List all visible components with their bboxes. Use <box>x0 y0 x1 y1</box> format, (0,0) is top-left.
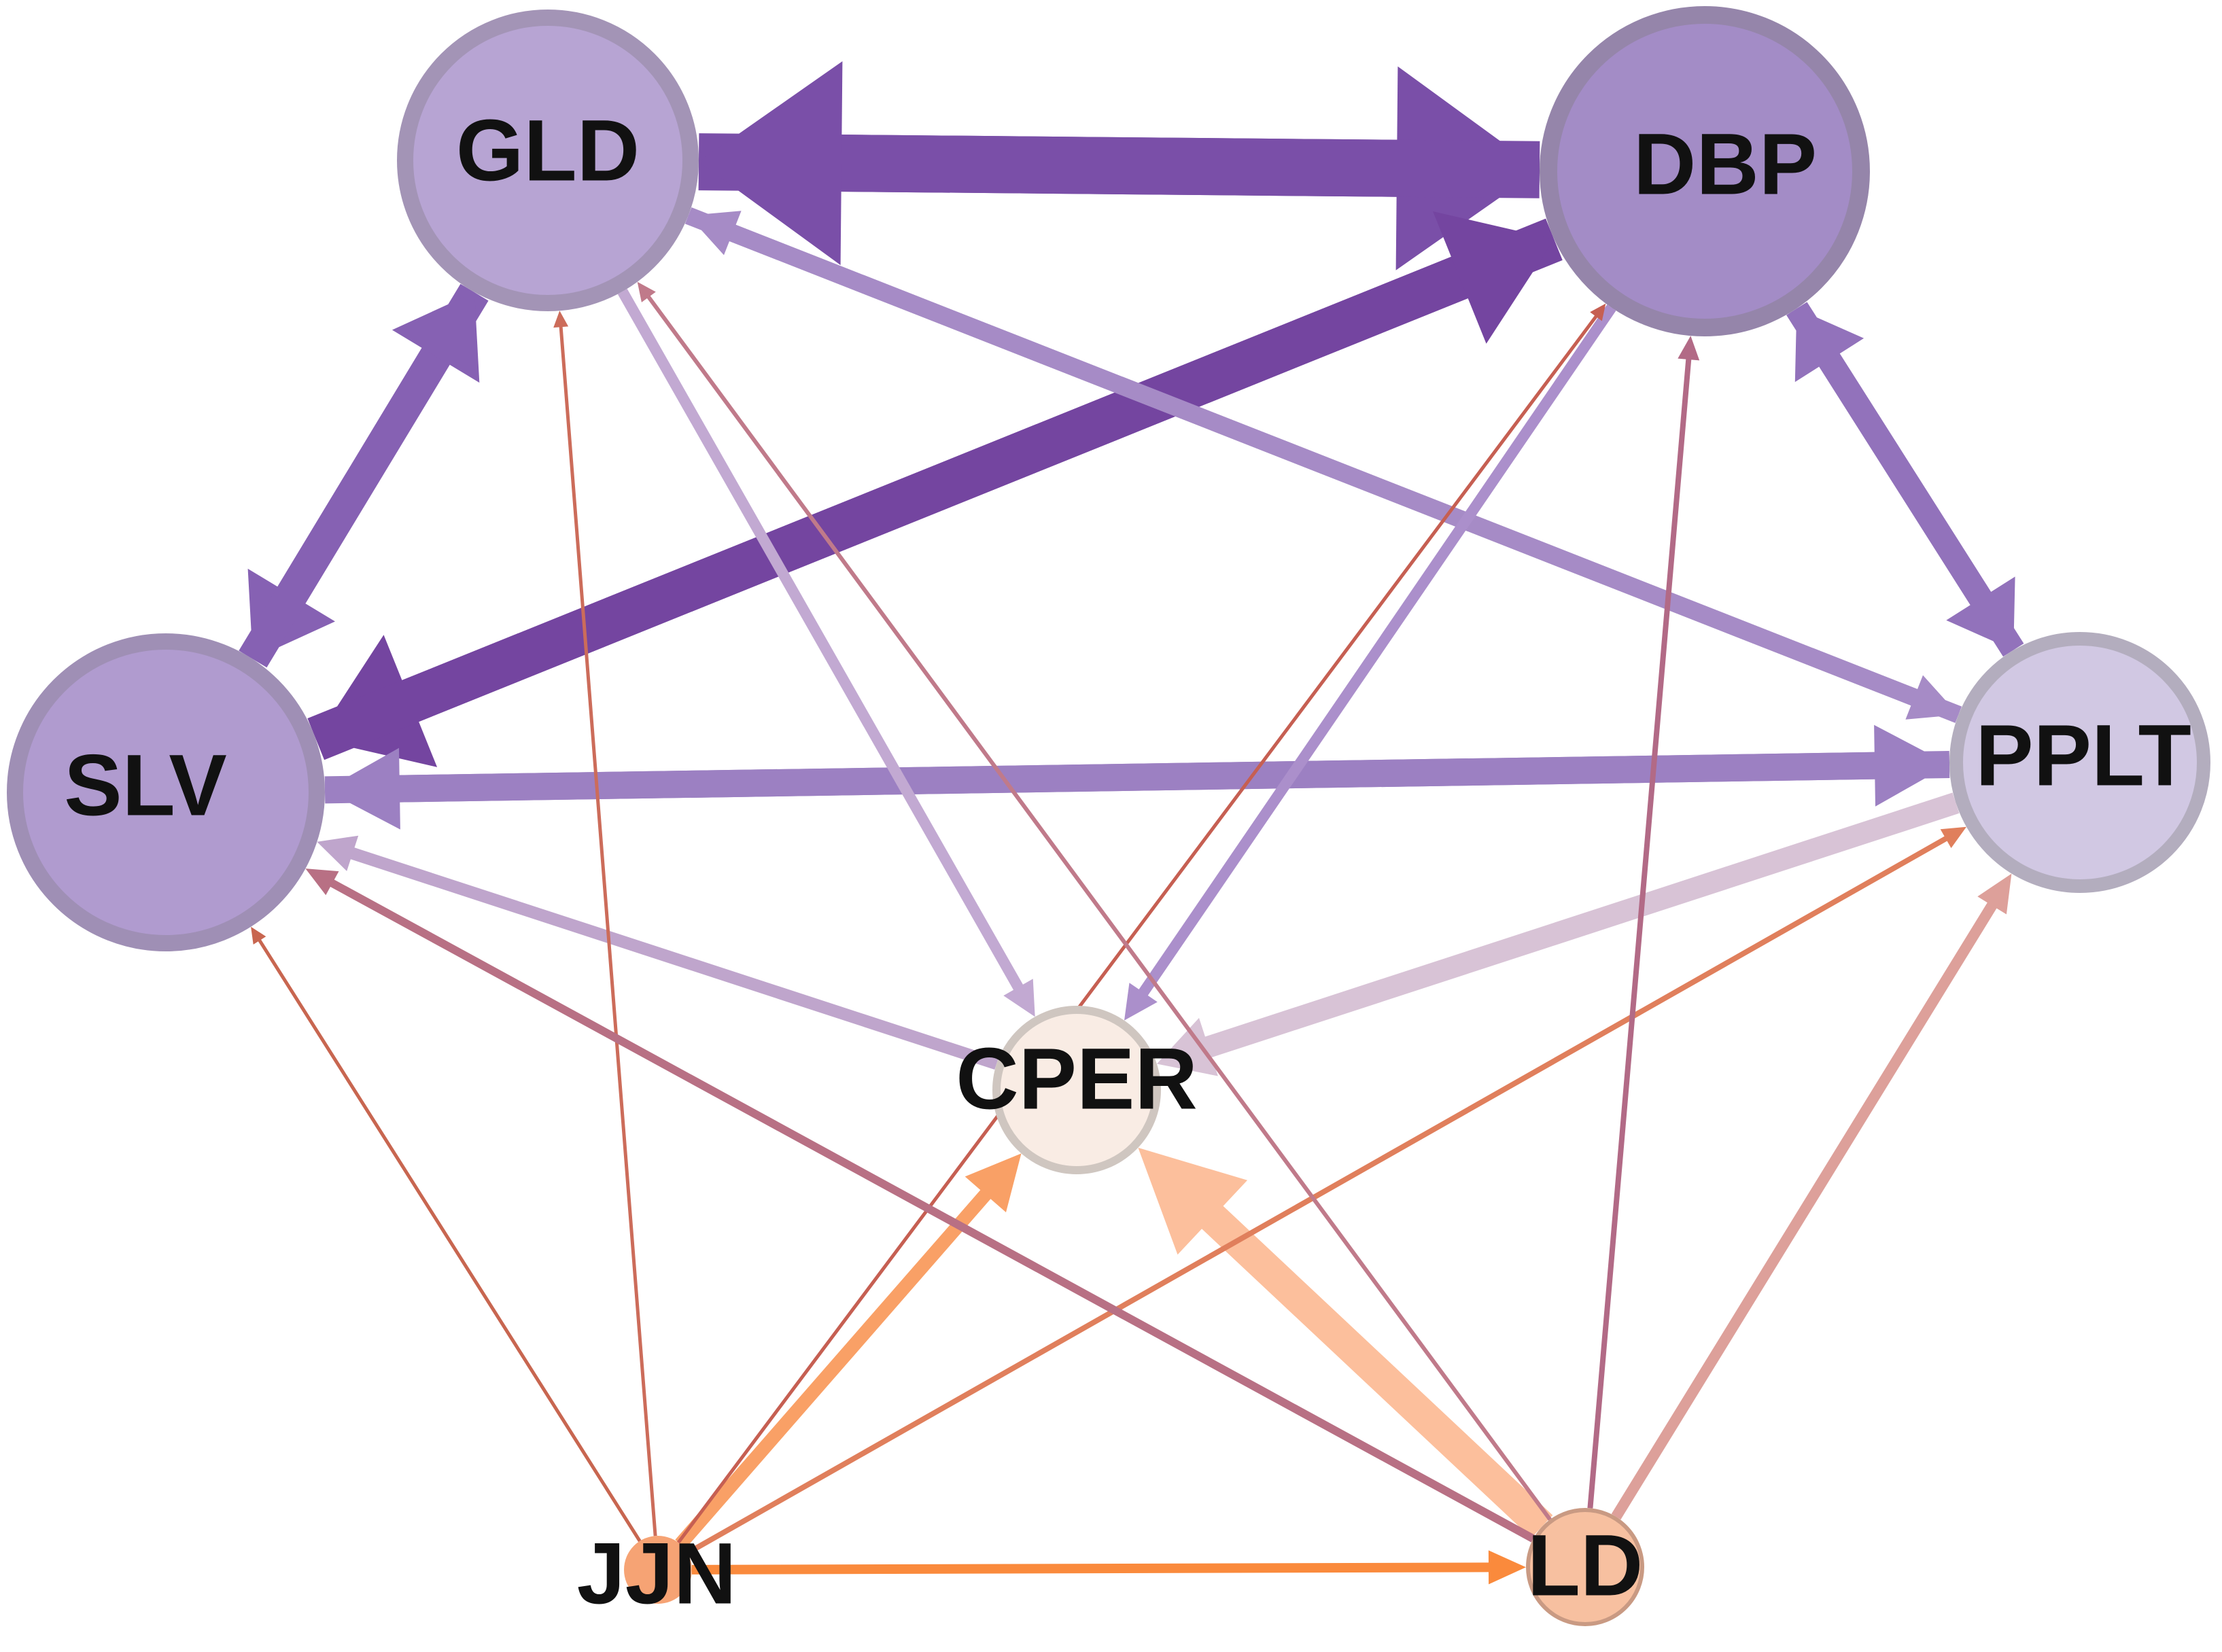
edge-jjn-to-slv <box>251 926 642 1543</box>
edge-arrowhead <box>317 835 359 871</box>
edge-arrowhead <box>1138 1147 1248 1255</box>
edge-line <box>307 256 1470 760</box>
node-circle <box>7 633 325 951</box>
edge-line <box>239 347 451 668</box>
edge-ld-to-pplt <box>1611 873 2012 1520</box>
edge-arrowhead <box>305 868 339 896</box>
edge-pplt-to-gld <box>688 211 1962 723</box>
node-label: CPER <box>956 1031 1198 1128</box>
edge-arrowhead <box>553 311 569 328</box>
edge-slv-to-pplt <box>324 724 1949 807</box>
edge-line <box>349 847 999 1070</box>
edge-arrowhead <box>1433 211 1555 344</box>
node-circle <box>992 1006 1161 1174</box>
edge-ld-to-cper <box>1138 1147 1553 1539</box>
edge-arrowhead <box>1977 873 2012 915</box>
edge-line <box>1587 357 1692 1509</box>
edge-jjn-to-cper <box>675 1153 1022 1549</box>
edge-jjn-to-pplt <box>686 826 1966 1556</box>
edge-line <box>257 938 642 1543</box>
edge-arrowhead <box>637 281 656 302</box>
edge-dbp-to-gld <box>699 61 1540 266</box>
edge-line <box>676 314 1599 1544</box>
edge-ld-to-gld <box>637 281 1552 1521</box>
edge-dbp-to-cper <box>1124 304 1616 1021</box>
edge-pplt-to-dbp <box>1794 309 2024 657</box>
edge-line <box>728 224 1962 723</box>
node-dbp: DBP <box>1540 6 1870 336</box>
edge-arrowhead <box>1590 303 1606 321</box>
node-label: SLV <box>64 737 226 834</box>
node-label: JJN <box>577 1526 737 1623</box>
edge-arrowhead <box>251 926 266 945</box>
edge-cper-to-slv <box>317 835 999 1070</box>
edge-jjn-to-dbp <box>676 303 1606 1544</box>
edge-line <box>1611 901 1998 1520</box>
edges-layer <box>239 61 2024 1585</box>
edge-line <box>839 135 1540 198</box>
edge-slv-to-dbp <box>307 211 1555 760</box>
node-circle <box>397 10 699 311</box>
edge-arrowhead <box>688 211 742 256</box>
edge-arrowhead <box>392 292 480 383</box>
nodes-layer: GLD DBP SLV PPLT CPER JJN LD <box>7 6 2210 1626</box>
node-label: PPLT <box>1975 707 2191 805</box>
edge-line <box>329 879 1535 1543</box>
edge-line <box>691 1562 1491 1575</box>
node-label: LD <box>1527 1517 1644 1615</box>
node-cper: CPER <box>956 1006 1198 1174</box>
edge-line <box>324 752 1877 804</box>
edge-arrowhead <box>1124 983 1158 1021</box>
edge-ld-to-slv <box>305 868 1535 1543</box>
node-slv: SLV <box>7 633 325 951</box>
edge-gld-to-cper <box>617 289 1035 1017</box>
edge-line <box>675 1189 992 1549</box>
edge-jjn-to-gld <box>553 311 657 1536</box>
edge-pplt-to-cper <box>1156 792 1960 1076</box>
edge-line <box>1818 352 2024 657</box>
edge-arrowhead <box>1003 979 1035 1017</box>
node-circle <box>624 1536 692 1604</box>
node-circle <box>1949 632 2210 893</box>
edge-arrowhead <box>1678 336 1700 361</box>
edge-arrowhead <box>1794 309 1864 383</box>
edge-slv-to-gld <box>239 292 480 668</box>
node-circle <box>1540 6 1870 336</box>
edge-arrowhead <box>1488 1550 1526 1585</box>
node-gld: GLD <box>397 10 699 311</box>
edge-line <box>559 326 657 1536</box>
edge-arrowhead <box>1940 826 1966 848</box>
node-pplt: PPLT <box>1949 632 2210 893</box>
node-ld: LD <box>1526 1508 1644 1626</box>
edge-line <box>686 835 1949 1556</box>
edge-line <box>1200 1205 1553 1539</box>
node-label: DBP <box>1633 116 1817 213</box>
edge-jjn-to-ld <box>691 1550 1526 1585</box>
node-circle <box>1526 1508 1644 1626</box>
node-label: GLD <box>456 103 640 200</box>
edge-line <box>617 289 1024 991</box>
edge-arrowhead <box>1156 1017 1218 1076</box>
edge-arrowhead <box>1874 724 1949 807</box>
edge-line <box>646 294 1552 1521</box>
node-jjn: JJN <box>577 1526 737 1623</box>
edge-line <box>1204 792 1960 1058</box>
edge-ld-to-dbp <box>1587 336 1700 1509</box>
edge-arrowhead <box>965 1153 1022 1212</box>
edge-line <box>1138 304 1616 997</box>
edge-arrowhead <box>699 61 843 266</box>
